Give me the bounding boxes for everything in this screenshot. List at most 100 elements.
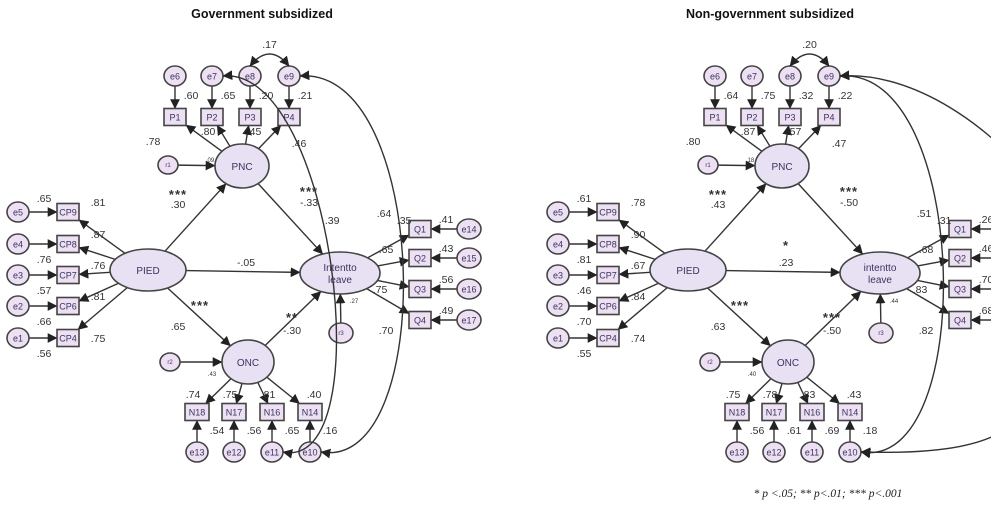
error-label: e7 <box>207 72 217 82</box>
error-label: e17 <box>461 316 476 326</box>
covariance-arc <box>839 70 991 296</box>
indicator-label: N14 <box>842 408 859 418</box>
indicator-label: CP8 <box>599 240 617 250</box>
r-squared-pnc: .18 <box>746 158 755 164</box>
r-squared-value: .75 <box>761 90 776 102</box>
loading-value: .75 <box>726 389 741 401</box>
r-squared-value: .60 <box>184 90 199 102</box>
latent-label: leave <box>868 275 892 286</box>
r-squared-value: .43 <box>439 243 454 255</box>
r-squared-value: .46 <box>577 285 592 297</box>
r-squared-value: .76 <box>37 254 52 266</box>
loading-value: .57 <box>787 126 802 138</box>
error-label: e8 <box>785 72 795 82</box>
r-squared-value: .68 <box>979 305 991 317</box>
r-squared-itl: .44 <box>890 299 899 305</box>
error-label: e3 <box>13 271 23 281</box>
indicator-box <box>799 402 825 422</box>
latent-label: intentto <box>864 263 897 274</box>
path-coefficient: .65 <box>171 321 186 333</box>
loading-value: .90 <box>631 229 646 241</box>
disturbance-label: r3 <box>878 331 884 337</box>
significance-stars: *** <box>840 184 858 199</box>
r-squared-value: .81 <box>577 254 592 266</box>
r-squared-value: .21 <box>298 90 313 102</box>
indicator-label: N17 <box>766 408 783 418</box>
r-squared-value: .70 <box>979 274 991 286</box>
loading-arrow <box>366 288 410 315</box>
loading-value: .78 <box>763 389 778 401</box>
indicator-box <box>56 296 80 316</box>
error-node <box>6 327 30 349</box>
structural-path-arrow <box>725 267 841 278</box>
error-node <box>703 65 727 87</box>
model-title: Government subsidized <box>191 7 333 21</box>
error-label: e10 <box>842 448 857 458</box>
loading-arrow <box>617 287 668 331</box>
r-squared-value: .16 <box>323 425 338 437</box>
indicator-box <box>740 107 764 127</box>
indicator-label: P2 <box>206 113 217 123</box>
covariance-value: .35 <box>397 215 412 227</box>
covariance-arc <box>249 53 290 67</box>
indicator-box <box>56 202 80 222</box>
error-label: e15 <box>461 254 476 264</box>
significance-stars: *** <box>823 310 841 325</box>
error-label: e7 <box>747 72 757 82</box>
indicator-box <box>596 234 620 254</box>
loading-value: .40 <box>307 389 322 401</box>
indicator-box <box>56 328 80 348</box>
latent-label: leave <box>328 275 352 286</box>
r-squared-value: .65 <box>37 193 52 205</box>
r-squared-value: .69 <box>825 425 840 437</box>
indicator-label: N16 <box>804 408 821 418</box>
loading-value: .83 <box>801 389 816 401</box>
error-node <box>762 441 786 463</box>
loading-value: .51 <box>917 208 932 220</box>
indicator-label: N18 <box>729 408 746 418</box>
latent-label: Intentto <box>323 263 357 274</box>
loading-value: .64 <box>377 208 392 220</box>
error-node <box>546 201 570 223</box>
structural-path-arrow <box>167 287 231 347</box>
latent-pnc <box>754 143 810 189</box>
significance-stars: *** <box>731 298 749 313</box>
loading-arrow <box>618 268 651 279</box>
loading-arrow <box>917 256 950 267</box>
indicator-box <box>596 265 620 285</box>
loading-value: .82 <box>919 325 934 337</box>
error-node <box>6 201 30 223</box>
indicator-box <box>596 296 620 316</box>
model-non-government-subsidized: Non-government subsidizedCP9e5.78.61CP8e… <box>546 7 991 463</box>
loading-value: .81 <box>261 389 276 401</box>
path-coefficient: -.50 <box>823 325 841 337</box>
r-squared-value: .56 <box>247 425 262 437</box>
loading-value: .67 <box>631 260 646 272</box>
path-coefficient: -.05 <box>237 257 255 269</box>
indicator-label: Q1 <box>954 225 966 235</box>
loading-arrow <box>185 124 223 152</box>
significance-stars: *** <box>709 187 727 202</box>
path-coefficient: -.30 <box>283 325 301 337</box>
loading-arrow <box>797 382 809 404</box>
indicator-label: CP4 <box>599 334 617 344</box>
structural-path-arrow <box>704 183 767 252</box>
error-node <box>456 218 482 240</box>
error-node <box>800 441 824 463</box>
indicator-label: Q3 <box>954 285 966 295</box>
error-label: e3 <box>553 271 563 281</box>
covariance-value: .17 <box>262 39 277 51</box>
indicator-label: N17 <box>226 408 243 418</box>
loading-value: .78 <box>631 197 646 209</box>
error-label: e14 <box>461 225 476 235</box>
loading-arrow <box>782 125 792 145</box>
disturbance-label: r1 <box>705 163 711 169</box>
indicator-label: CP7 <box>599 271 617 281</box>
disturbance-label: r3 <box>338 331 344 337</box>
error-node <box>456 278 482 300</box>
error-label: e12 <box>766 448 781 458</box>
loading-arrow <box>367 234 410 259</box>
structural-path-arrow <box>185 267 301 278</box>
loading-value: .80 <box>201 126 216 138</box>
loading-arrow <box>78 219 126 254</box>
